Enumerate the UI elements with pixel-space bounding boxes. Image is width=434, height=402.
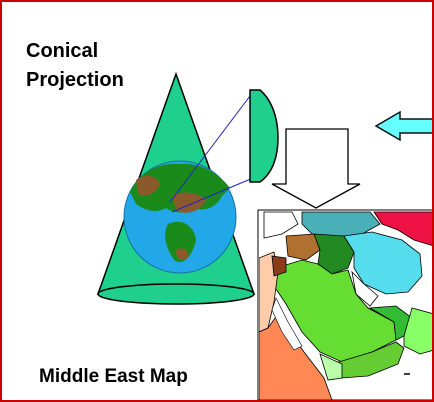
region-syria	[285, 233, 321, 261]
globe-land-south-brown	[176, 248, 189, 260]
title-line-conical: Conical	[26, 40, 99, 62]
left-arrow	[374, 110, 432, 142]
region-red-north	[373, 211, 432, 246]
down-arrow	[271, 128, 361, 209]
region-iran	[343, 231, 423, 295]
region-pale-green	[319, 353, 343, 381]
region-oman	[403, 307, 432, 355]
cone-section-piece	[249, 89, 279, 183]
projection-lines	[169, 91, 254, 213]
region-dark-brown	[271, 255, 287, 277]
globe-land-brown-west	[136, 175, 160, 196]
globe-land-south	[165, 221, 196, 262]
region-africa	[259, 313, 333, 400]
region-red-sea	[271, 297, 303, 351]
cone-base	[97, 283, 255, 305]
globe	[123, 160, 237, 274]
region-turkey-west	[263, 211, 299, 239]
globe-land-brown-east	[172, 192, 206, 213]
title-line-projection: Projection	[26, 69, 124, 91]
region-gulf-water	[351, 270, 379, 307]
region-yemen	[331, 341, 405, 379]
middle-east-map	[257, 209, 432, 400]
map-caption: Middle East Map	[39, 366, 188, 387]
projection-line-upper	[169, 91, 254, 203]
projection-line-lower	[171, 177, 254, 213]
